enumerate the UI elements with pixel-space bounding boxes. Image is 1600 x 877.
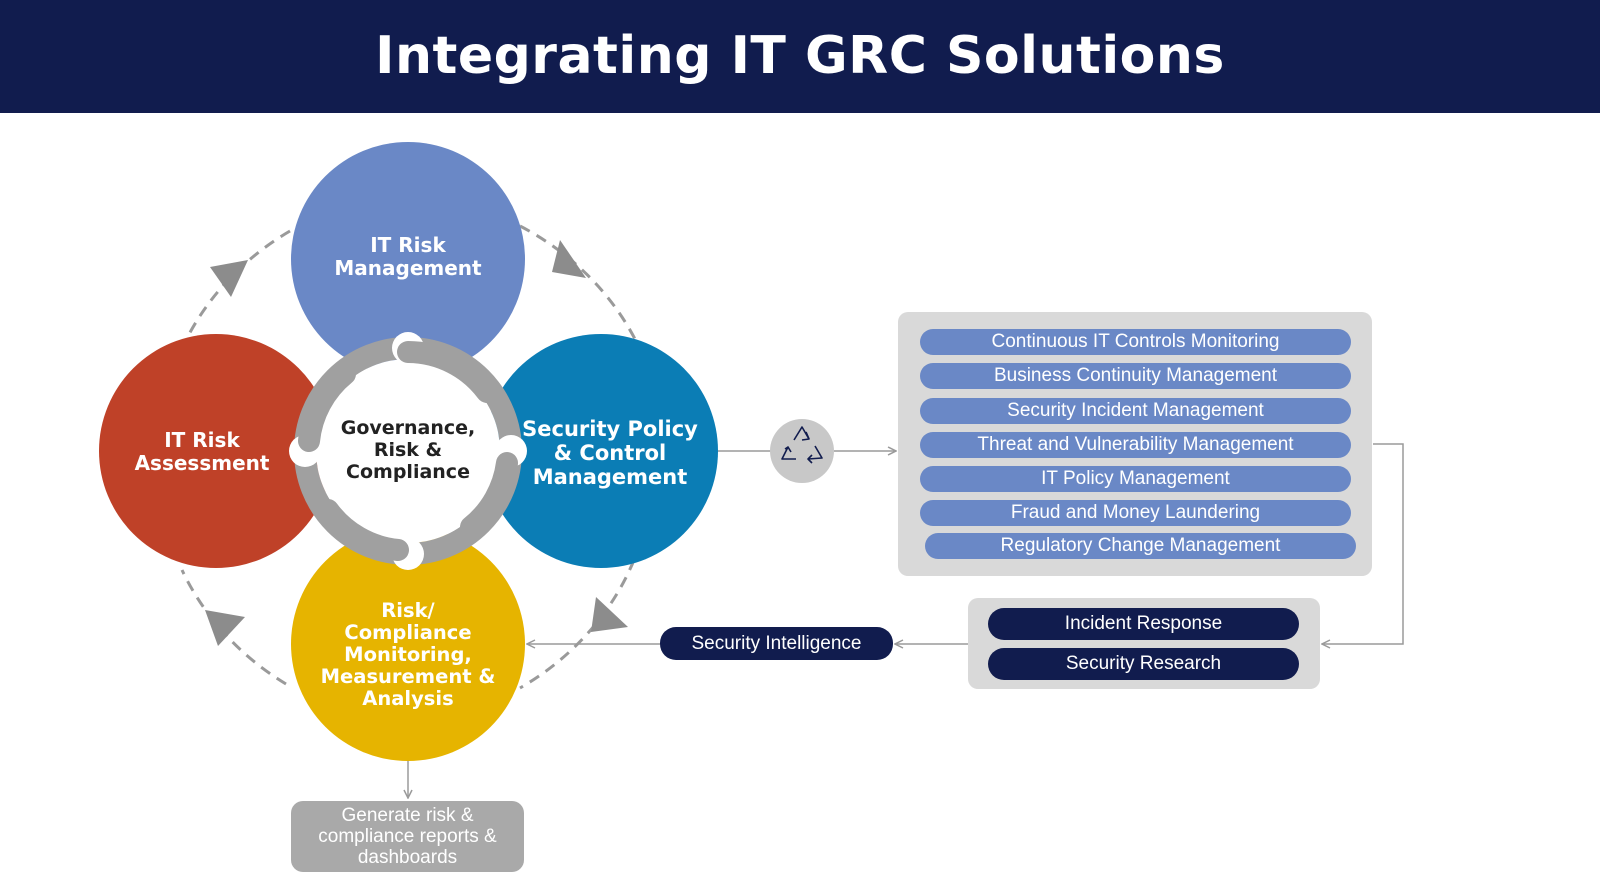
recycle-icon <box>781 426 823 464</box>
page-title: Integrating IT GRC Solutions <box>375 25 1225 86</box>
solution-item: Fraud and Money Laundering <box>920 500 1351 526</box>
solution-item: Security Incident Management <box>920 398 1351 424</box>
ring-overlap-right <box>460 452 518 538</box>
node-circle-left <box>99 334 333 568</box>
solution-item: Threat and Vulnerability Management <box>920 432 1351 458</box>
response-item: Incident Response <box>988 608 1299 640</box>
node-circle-right <box>484 334 718 568</box>
ring-overlap-left <box>298 363 356 452</box>
connector-solutions-to-response <box>1322 443 1404 644</box>
solution-item: Regulatory Change Management <box>925 533 1356 559</box>
security-intelligence-pill: Security Intelligence <box>660 627 893 660</box>
cycle-arrow-bottom-right <box>591 597 628 632</box>
recycle-icon-bg <box>770 419 834 483</box>
center-disc <box>316 359 500 543</box>
cycle-arrow-top-left <box>210 260 248 297</box>
title-banner: Integrating IT GRC Solutions <box>0 0 1600 113</box>
solution-item: IT Policy Management <box>920 466 1351 492</box>
node-circle-bottom <box>291 527 525 761</box>
node-circle-top <box>291 142 525 376</box>
center-label-grc: Governance,Risk &Compliance <box>340 417 476 483</box>
ring-overlap-bottom <box>317 499 409 561</box>
solution-item: Continuous IT Controls Monitoring <box>920 329 1351 355</box>
cycle-arrow-bottom-left <box>205 610 245 646</box>
reports-box: Generate risk &compliance reports &dashb… <box>291 801 524 872</box>
cycle-arrow-top-right <box>552 240 586 278</box>
response-item: Security Research <box>988 648 1299 680</box>
ring-overlap-top <box>397 341 498 403</box>
solution-item: Business Continuity Management <box>920 363 1351 389</box>
